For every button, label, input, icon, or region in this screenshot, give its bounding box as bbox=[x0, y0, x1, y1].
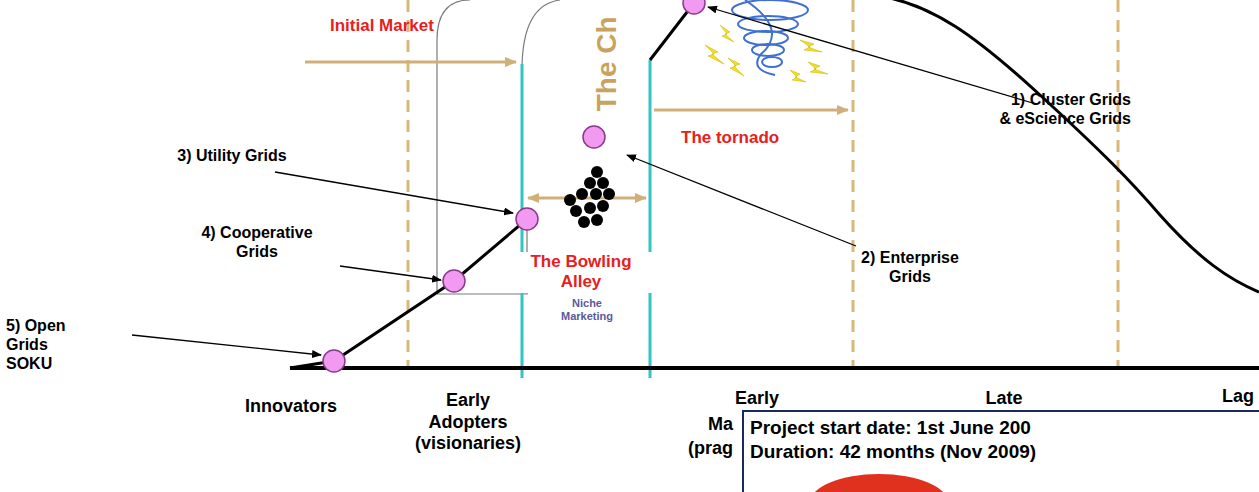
info-text: Duration: 42 months (Nov 2009) bbox=[750, 440, 1259, 464]
chasm-wall bbox=[522, 60, 650, 378]
segment-divider bbox=[408, 0, 1118, 368]
callout-label: 5) Open Grids SOKU bbox=[6, 316, 76, 374]
callout-label: 2) Enterprise Grids bbox=[860, 248, 960, 286]
segment-label: Innovators bbox=[245, 396, 337, 418]
info-box: Project start date: 1st June 200Duration… bbox=[742, 410, 1259, 492]
segment-label: Ma bbox=[708, 414, 733, 436]
tornado-illustration bbox=[705, 0, 828, 82]
segment-label: Late bbox=[985, 388, 1022, 410]
bell-curve bbox=[290, 0, 1259, 368]
segment-label: (prag bbox=[688, 438, 733, 460]
chasm-title: The Ch bbox=[589, 17, 623, 112]
info-text: Project start date: 1st June 200 bbox=[750, 416, 1259, 440]
callout-label: 3) Utility Grids bbox=[177, 146, 287, 165]
leader-line bbox=[132, 7, 1036, 355]
range-arrow bbox=[305, 62, 848, 198]
segment-label: Early bbox=[735, 388, 779, 410]
segment-label: Early Adopters (visionaries) bbox=[409, 390, 527, 455]
phase-label: The tornado bbox=[681, 128, 779, 148]
phase-label: The Bowling Alley bbox=[509, 252, 653, 293]
segment-label: Lag bbox=[1222, 386, 1254, 408]
callout-label: 1) Cluster Grids & eScience Grids bbox=[996, 90, 1131, 128]
phase-note: Niche Marketing bbox=[552, 297, 622, 323]
bowling-pins bbox=[564, 166, 615, 228]
chasm-outline bbox=[437, 0, 560, 294]
callout-label: 4) Cooperative Grids bbox=[192, 223, 322, 261]
axis bbox=[290, 366, 1259, 370]
grid-dot bbox=[323, 0, 705, 372]
market-label: Initial Market bbox=[330, 16, 434, 36]
